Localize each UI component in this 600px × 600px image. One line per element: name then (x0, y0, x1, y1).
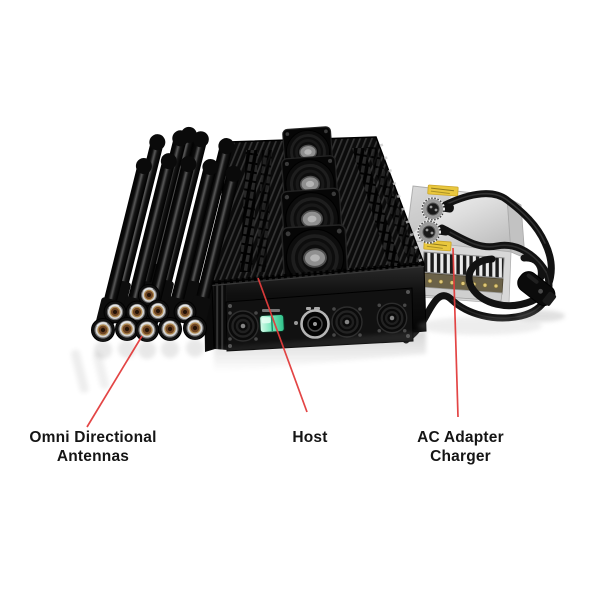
dc-power-jack (300, 307, 330, 339)
antenna-connector (134, 317, 160, 343)
callout-line-antennas (86, 335, 143, 428)
heatsink-teeth (256, 150, 272, 272)
front-left-slots (214, 285, 227, 350)
heatsink-teeth (366, 147, 419, 263)
host-label: Host (270, 428, 350, 447)
antennas-label-line1: Omni Directional (29, 429, 157, 446)
callout-line-host (257, 277, 308, 413)
callout-lines (86, 247, 459, 428)
fan-grille (226, 309, 260, 343)
warning-sticker-top (427, 184, 459, 197)
power-plug (517, 271, 557, 307)
fan-grille (376, 302, 408, 334)
front-edge-highlight (211, 265, 425, 287)
status-led (294, 321, 298, 325)
antennas-label: Omni Directional Antennas (13, 428, 173, 466)
antenna-connector (157, 316, 183, 342)
host-label-text: Host (292, 429, 328, 446)
panel-markings (306, 307, 311, 310)
adapter-label: AC Adapter Charger (398, 428, 523, 466)
fan-grille (330, 305, 364, 339)
antennas-label-line2: Antennas (56, 448, 130, 465)
aviation-connector (417, 220, 450, 244)
antenna-connector (182, 315, 208, 341)
heatsink-teeth (240, 150, 258, 272)
host-photo (204, 125, 427, 352)
heatsink-teeth (352, 148, 401, 266)
panel-markings (262, 309, 280, 312)
adapter-label-line2: Charger (430, 448, 491, 465)
callout-line-adapter (452, 247, 459, 418)
antennas-photo (90, 126, 242, 343)
adapter-label-line1: AC Adapter (417, 429, 504, 446)
aviation-connector (421, 197, 454, 221)
reflection (70, 310, 565, 393)
antenna-connector (90, 317, 116, 343)
